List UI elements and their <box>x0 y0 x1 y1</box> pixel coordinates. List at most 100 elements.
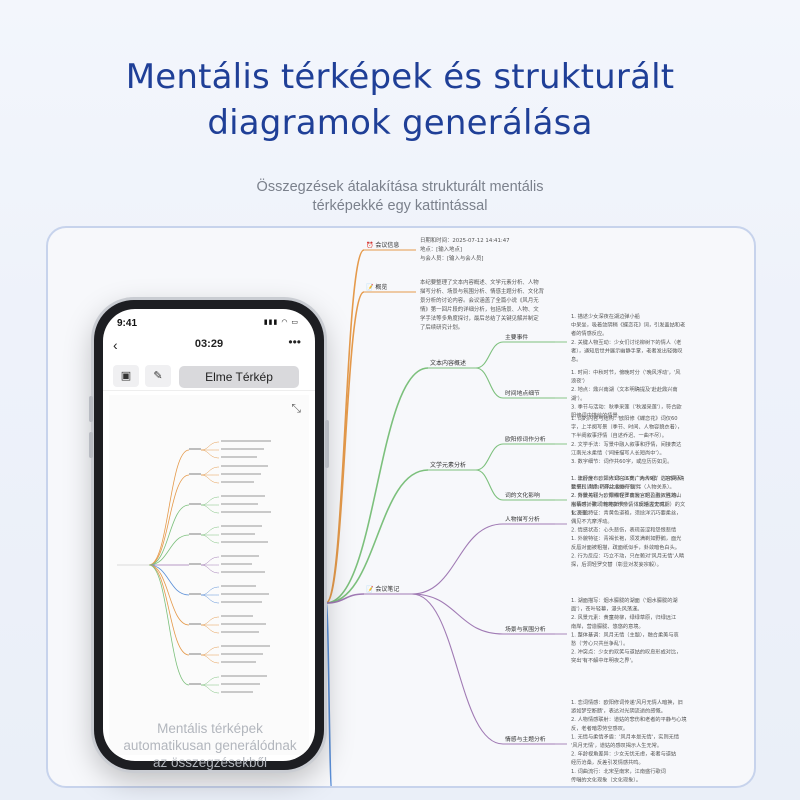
mindmap-note-text: 中呆坐，吸着敛阴稍《蝶恋花》词，引发盖姑和老 <box>571 321 685 329</box>
mindmap-note-text: 2. 冲突点：少女的欢笑与道姑的叹息形成对比， <box>571 648 681 656</box>
mindmap-note-text: 景分析的讨论内容。会议涵盖了全篇小说《风月无 <box>420 296 539 304</box>
phone-volume-down <box>89 432 93 458</box>
nav-bar: ‹ 03:29 ••• <box>103 333 315 359</box>
mini-branch-link <box>148 564 190 686</box>
mindmap-note-text: 至平民诵诵（'有井水处有歌'）。 <box>571 483 644 491</box>
mindmap-note-text: 1. 无情与柔情矛盾：'风月本是无情'，实则无情 <box>571 732 679 740</box>
mini-leaf-text <box>221 571 265 573</box>
mindmap-note-text: 息。 <box>571 355 581 363</box>
status-bar: 9:41 ▮▮▮ ◠ ▭ <box>103 309 315 333</box>
mini-branch-text <box>189 533 201 535</box>
more-options-icon[interactable]: ••• <box>288 335 301 349</box>
mindmap-note-text: 1. 描述少女深夜在湖边弹小船 <box>571 312 640 320</box>
phone-caption: Mentális térképek automatikusan generáló… <box>110 720 310 771</box>
mindmap-note-text: 面'），苍叶轻幕，漫头风荡漾。 <box>571 605 642 613</box>
status-time: 9:41 <box>117 318 138 329</box>
edit-icon[interactable]: ✎ <box>145 365 171 387</box>
phone-screen: 9:41 ▮▮▮ ◠ ▭ ‹ 03:29 ••• ▣ ✎ Elme Térkép… <box>103 309 315 761</box>
mini-leaf-text <box>221 511 271 513</box>
mindmap-note-text: 1. 词的内容与结构：欧阳修《蝶恋花》词仅60 <box>571 414 678 422</box>
mindmap-note-text: 情》第一回片段的详细分析，包括场景、人物、文 <box>420 305 539 313</box>
phone-mockup: 9:41 ▮▮▮ ◠ ▭ ‹ 03:29 ••• ▣ ✎ Elme Térkép… <box>89 300 329 770</box>
headline-line-1: Mentális térképek és strukturált <box>125 57 675 97</box>
mini-leaf-link <box>200 441 220 451</box>
mindmap-note-text: 字，上半阕写景（季节、时间、人物容貌衣着）， <box>571 423 683 431</box>
mini-leaf-text <box>221 481 254 483</box>
phone-mindmap-canvas[interactable]: ⤡ <box>109 395 309 755</box>
mindmap-sub-label: 人物描写分析 <box>505 515 540 523</box>
mindmap-note-text: 者），通知后世并展示幽静手掌，老者发出轻微叹 <box>571 346 683 354</box>
mindmap-note-text: 游如梦空断肠'，表达对光阴流逝的感慨。 <box>571 707 666 715</box>
mini-branch-text <box>189 563 201 565</box>
mindmap-note-text: 反唇对面被粗描，疏面纸似手，卦敛暗色白头。 <box>571 543 680 551</box>
mini-branch-link <box>148 504 190 566</box>
mini-branch-link <box>148 449 190 566</box>
mindmap-sub-link <box>475 367 504 399</box>
mindmap-note-text: 日期和时间：2025-07-12 14:41:47 <box>420 236 510 244</box>
mindmap-branch-label: 📝 概览 <box>366 283 387 291</box>
mindmap-branch-label: 文学元素分析 <box>430 461 466 469</box>
caption-line-1: Mentális térképek <box>157 721 263 736</box>
mini-leaf-text <box>221 653 263 655</box>
mindmap-note-text: 反，老者暗思劳空感叹。 <box>571 724 628 732</box>
mindmap-sub-label: 词的文化影响 <box>505 491 540 499</box>
mindmap-note-text: 描写分析、场景与氛围分析、情感主题分析、文化背 <box>420 287 545 295</box>
mini-leaf-text <box>221 683 260 685</box>
mini-leaf-text <box>221 593 269 595</box>
mindmap-sub-label: 欧阳修词作分析 <box>505 435 546 443</box>
mini-leaf-text <box>221 623 266 625</box>
mini-leaf-link <box>200 526 220 536</box>
mindmap-sub-link <box>475 341 504 369</box>
mini-leaf-link <box>200 654 220 664</box>
mindmap-branch-link <box>325 291 365 604</box>
mini-leaf-link <box>200 624 220 634</box>
mini-leaf-link <box>200 646 220 656</box>
mini-leaf-text <box>221 495 265 497</box>
caption-line-3: az összegzésekből <box>152 755 268 770</box>
mindmap-mode-button[interactable]: Elme Térkép <box>179 366 299 388</box>
mindmap-note-text: 浪夜'） <box>571 377 588 385</box>
mini-leaf-text <box>221 631 259 633</box>
mindmap-branch-label: 文本内容概述 <box>430 359 466 367</box>
mini-leaf-link <box>200 534 220 544</box>
mindmap-note-text: 2. 外貌与行为：穿褐轻罗衣裳，姐盈金钗胜鸩， <box>571 491 681 499</box>
mini-branch-text <box>189 503 201 505</box>
mindmap-note-text: 描摹时娇笑（'格格娇笑'），体现活泼天真。 <box>571 500 670 508</box>
mini-leaf-text <box>221 525 262 527</box>
phone-power-button <box>325 420 329 468</box>
mini-branch-link <box>148 564 190 626</box>
mindmap-note-text: 者的情感反应。 <box>571 329 607 337</box>
mini-branch-text <box>189 653 201 655</box>
mindmap-note-text: 2. 情感状态：心头悲伤，表现苦涩和怨恨悲情 <box>571 526 676 534</box>
mini-branch-text <box>189 448 201 450</box>
mindmap-note-text: 下半阕叙事抒情（自述乔迟、一曲不尽）。 <box>571 431 667 439</box>
mini-branch-text <box>189 623 201 625</box>
back-chevron-icon[interactable]: ‹ <box>113 337 118 353</box>
mini-leaf-link <box>200 586 220 596</box>
mindmap-note-text: 2. 人物情感联射：道姑的悲伤和老者的平静与心境 <box>571 715 687 723</box>
mini-leaf-link <box>200 466 220 476</box>
subhead-line-2: térképekké egy kattintással <box>312 198 488 214</box>
mindmap-note-text: 2. 背景关联：欧阳修在江南为官时，融入当地山 <box>571 491 681 499</box>
page-subheadline: Összegzések átalakítása strukturált ment… <box>200 178 600 216</box>
mindmap-note-text: 了后续研究计划。 <box>420 323 463 331</box>
mini-leaf-link <box>200 684 220 694</box>
mindmap-note-text: 1. 整体基调：风月无情（主题），融合柔美与哀 <box>571 630 679 638</box>
mindmap-note-text: 化流变。 <box>571 508 592 516</box>
mindmap-note-text: 地点：[输入地点] <box>420 245 462 253</box>
mini-leaf-link <box>200 564 220 574</box>
mini-leaf-text <box>221 503 258 505</box>
mini-branch-text <box>189 473 201 475</box>
mindmap-note-text: 与会人员：[输入与会人员] <box>420 254 484 262</box>
mindmap-trunk-link <box>325 602 333 786</box>
expand-icon[interactable]: ⤡ <box>291 401 301 415</box>
document-icon[interactable]: ▣ <box>113 365 139 387</box>
mini-branch-link <box>148 474 190 566</box>
mindmap-canvas: ⏰ 会议信息 日期和时间：2025-07-12 14:41:47地点：[输入地点]… <box>325 236 687 786</box>
mindmap-note-text: 学手法等多角度探讨，最后总结了关键见解并制定 <box>420 314 539 322</box>
mindmap-branch-label: ⏰ 会议信息 <box>366 241 399 249</box>
mindmap-note-text: 1. 外貌特征：青黄色道袍，须捻洋沉巧要柔丝， <box>571 508 681 516</box>
mini-leaf-link <box>200 676 220 686</box>
mini-leaf-link <box>200 556 220 566</box>
mini-leaf-text <box>221 563 252 565</box>
